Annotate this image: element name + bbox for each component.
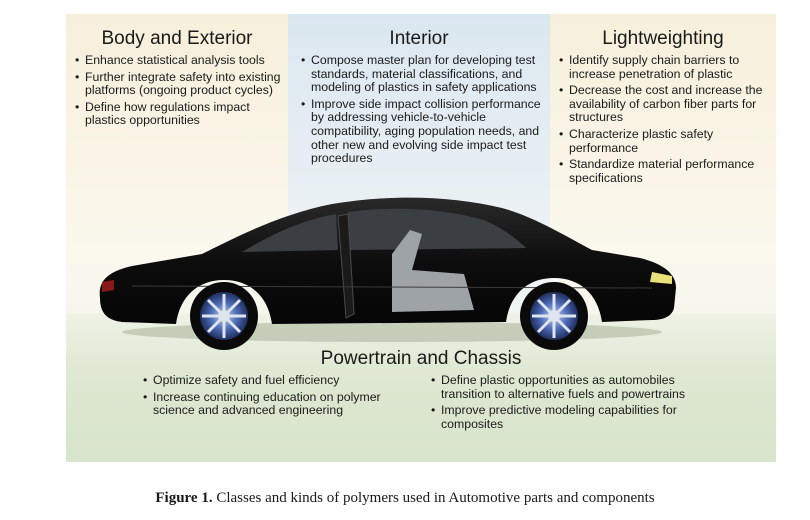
list-item: Identify supply chain barriers to increa… bbox=[558, 53, 768, 81]
figure-label: Figure 1. bbox=[155, 490, 213, 506]
car-window bbox=[242, 214, 338, 252]
powertrain-title: Powertrain and Chassis bbox=[320, 348, 522, 369]
front-wheel bbox=[520, 282, 588, 350]
powertrain-right-list: Define plastic opportunities as automobi… bbox=[430, 373, 720, 434]
powertrain-left-list: Optimize safety and fuel efficiency Incr… bbox=[142, 373, 412, 421]
figure-caption: Figure 1. Classes and kinds of polymers … bbox=[0, 490, 810, 507]
list-item: Improve predictive modeling capabilities… bbox=[430, 403, 720, 431]
interior-list: Compose master plan for developing test … bbox=[300, 53, 544, 169]
car-window bbox=[348, 208, 526, 250]
figure-caption-text: Classes and kinds of polymers used in Au… bbox=[212, 490, 655, 506]
list-item: Characterize plastic safety performance bbox=[558, 127, 768, 155]
list-item: Define plastic opportunities as automobi… bbox=[430, 373, 720, 401]
car-taillight bbox=[102, 280, 114, 292]
list-item: Increase continuing education on polymer… bbox=[142, 390, 412, 418]
car-open-door bbox=[337, 213, 355, 319]
list-item: Further integrate safety into existing p… bbox=[74, 70, 282, 98]
list-item: Define how regulations impact plastics o… bbox=[74, 100, 282, 128]
lightweighting-list: Identify supply chain barriers to increa… bbox=[558, 53, 768, 188]
car-headlight bbox=[650, 272, 672, 284]
list-item: Improve side impact collision performanc… bbox=[300, 97, 544, 166]
car-illustration bbox=[99, 197, 676, 350]
list-item: Enhance statistical analysis tools bbox=[74, 53, 282, 68]
list-item: Optimize safety and fuel efficiency bbox=[142, 373, 412, 388]
list-item: Compose master plan for developing test … bbox=[300, 53, 544, 95]
car-interior-seat bbox=[392, 230, 474, 312]
rear-wheel bbox=[190, 282, 258, 350]
interior-title: Interior bbox=[389, 28, 449, 49]
list-item: Decrease the cost and increase the avail… bbox=[558, 83, 768, 125]
body-exterior-title: Body and Exterior bbox=[101, 28, 253, 49]
list-item: Standardize material performance specifi… bbox=[558, 157, 768, 185]
body-exterior-list: Enhance statistical analysis tools Furth… bbox=[74, 53, 282, 131]
car-body bbox=[99, 197, 676, 324]
lightweighting-title: Lightweighting bbox=[602, 28, 724, 49]
